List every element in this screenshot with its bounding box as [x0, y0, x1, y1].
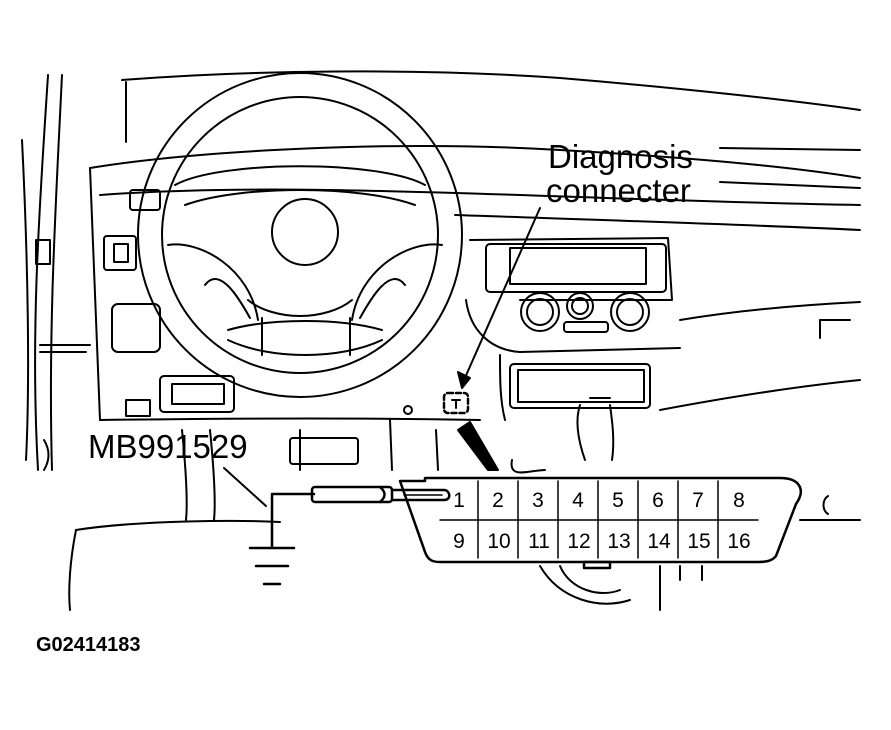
callout-diagnosis-line1: Diagnosis	[548, 138, 693, 175]
pin-label: 12	[567, 530, 590, 553]
callout-leader-arrow	[457, 207, 541, 389]
ground-symbol-icon	[248, 492, 316, 586]
test-lead-probe-icon	[310, 485, 451, 504]
pin-label: 8	[733, 489, 745, 512]
pin-label: 2	[492, 489, 504, 512]
connector-location-marker	[442, 391, 470, 415]
dashboard-outline	[89, 70, 861, 421]
pin-label: 5	[612, 489, 624, 512]
lower-dash-outline	[68, 419, 861, 611]
pin-label: 10	[487, 530, 510, 553]
pin-label: 1	[453, 489, 465, 512]
connector-pin-labels-top: 1 2 3 4 5 6 7 8	[453, 489, 745, 512]
pin-label: 16	[727, 530, 750, 553]
enlargement-pointer	[457, 421, 499, 471]
obd-connector-icon	[398, 476, 802, 570]
pin-label: 13	[607, 530, 630, 553]
pin-label: 3	[532, 489, 544, 512]
pin-label: 6	[652, 489, 664, 512]
connector-location-glyph	[451, 399, 461, 409]
pin-label: 14	[647, 530, 671, 553]
pin-label: 4	[572, 489, 584, 512]
door-frame-outline	[21, 74, 91, 471]
callout-diagnosis-line2: connecter	[546, 172, 691, 209]
figure-id-label: G02414183	[36, 634, 141, 656]
connector-pin-grid	[439, 480, 759, 559]
pin-label: 15	[687, 530, 710, 553]
left-switch-panel	[103, 189, 413, 417]
tool-leader-line	[223, 467, 267, 507]
pin-label: 9	[453, 530, 465, 553]
pin-label: 11	[528, 530, 550, 553]
callout-tool-label: MB991529	[88, 428, 248, 465]
center-console	[465, 237, 851, 474]
connector-pin-labels-bottom: 9 10 11 12 13 14 15 16	[453, 530, 751, 553]
steering-wheel-icon	[137, 72, 463, 398]
pin-label: 7	[692, 489, 704, 512]
